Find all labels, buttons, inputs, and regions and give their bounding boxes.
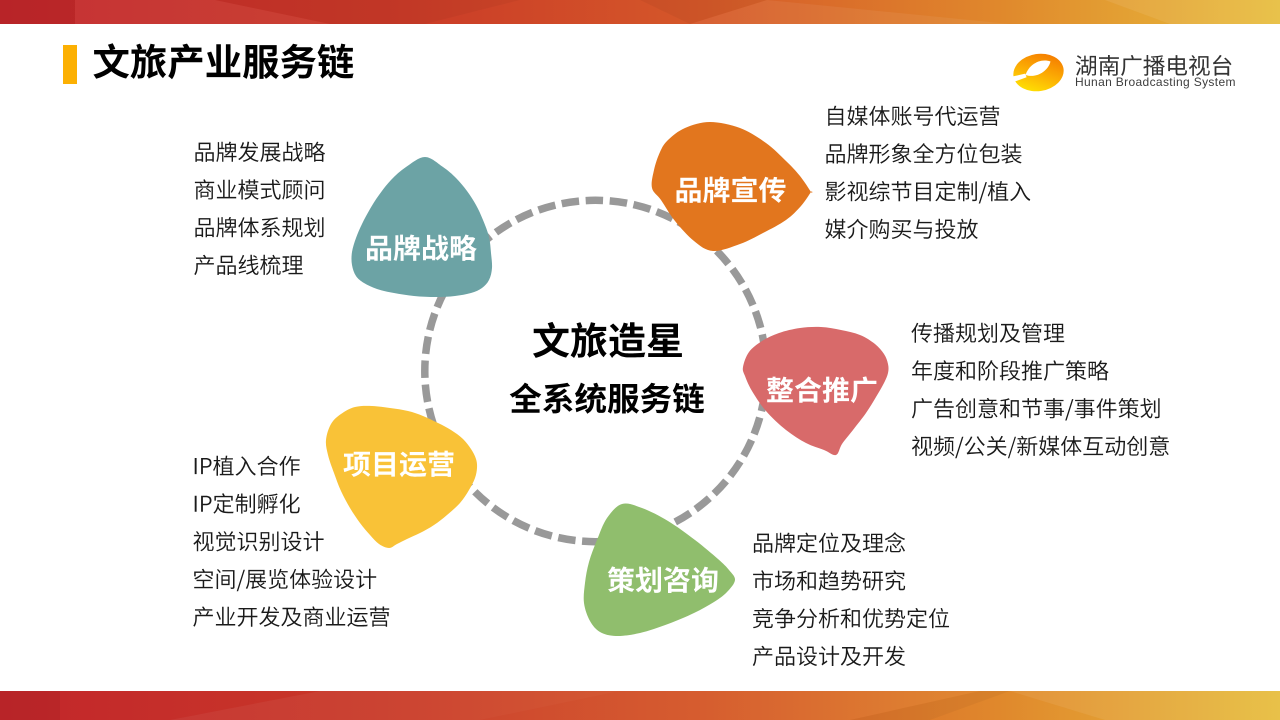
- svg-text:Hunan Broadcasting System: Hunan Broadcasting System: [1075, 75, 1236, 89]
